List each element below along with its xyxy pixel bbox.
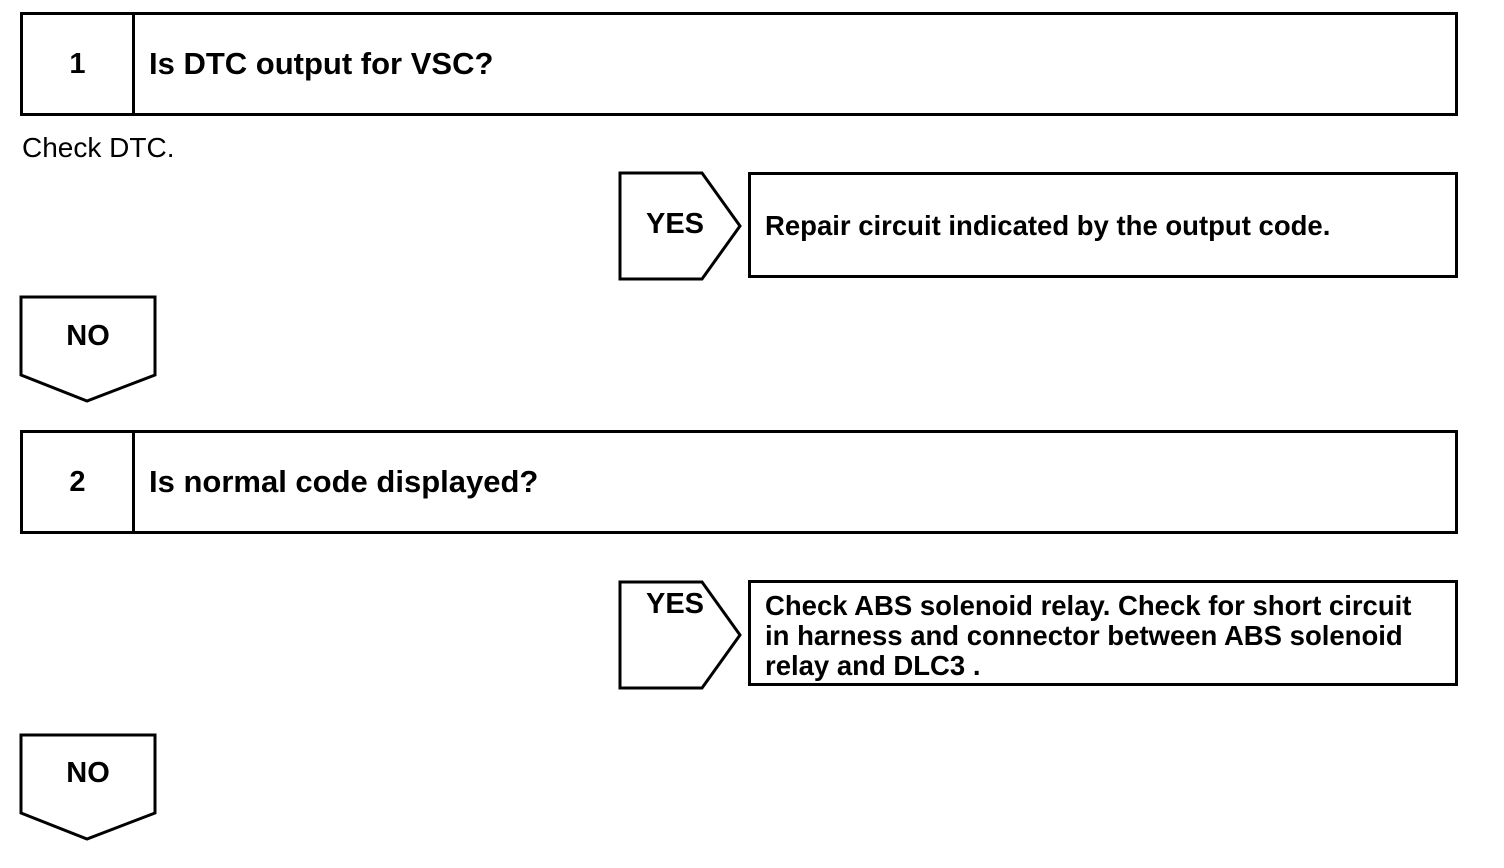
step-1-yes-label: YES xyxy=(646,208,705,240)
step-1-number: 1 xyxy=(23,15,135,113)
step-2-yes-label: YES xyxy=(646,588,705,620)
step-1-no-arrow xyxy=(19,295,157,403)
step-2-yes-result-line-3: relay and DLC3 . xyxy=(765,650,981,681)
step-2-yes-result-box: Check ABS solenoid relay. Check for shor… xyxy=(748,580,1458,686)
step-1-yes-result-text: Repair circuit indicated by the output c… xyxy=(765,210,1331,241)
step-2-question: Is normal code displayed? xyxy=(149,464,539,499)
step-2-no-arrow xyxy=(19,733,157,841)
step-1-box: 1 Is DTC output for VSC? xyxy=(20,12,1458,116)
step-2-no-label: NO xyxy=(66,757,110,789)
step-1-question: Is DTC output for VSC? xyxy=(149,46,494,81)
step-2-number: 2 xyxy=(23,433,135,531)
step-1-instruction: Check DTC. xyxy=(22,132,175,163)
step-2-yes-result-line-2: in harness and connector between ABS sol… xyxy=(765,620,1403,651)
step-1-yes-arrow xyxy=(618,171,742,281)
step-2-yes-result-line-1: Check ABS solenoid relay. Check for shor… xyxy=(765,590,1412,621)
step-2-box: 2 Is normal code displayed? xyxy=(20,430,1458,534)
step-2-yes-arrow xyxy=(618,580,742,690)
step-1-yes-result-box: Repair circuit indicated by the output c… xyxy=(748,172,1458,278)
step-1-no-label: NO xyxy=(66,320,110,352)
